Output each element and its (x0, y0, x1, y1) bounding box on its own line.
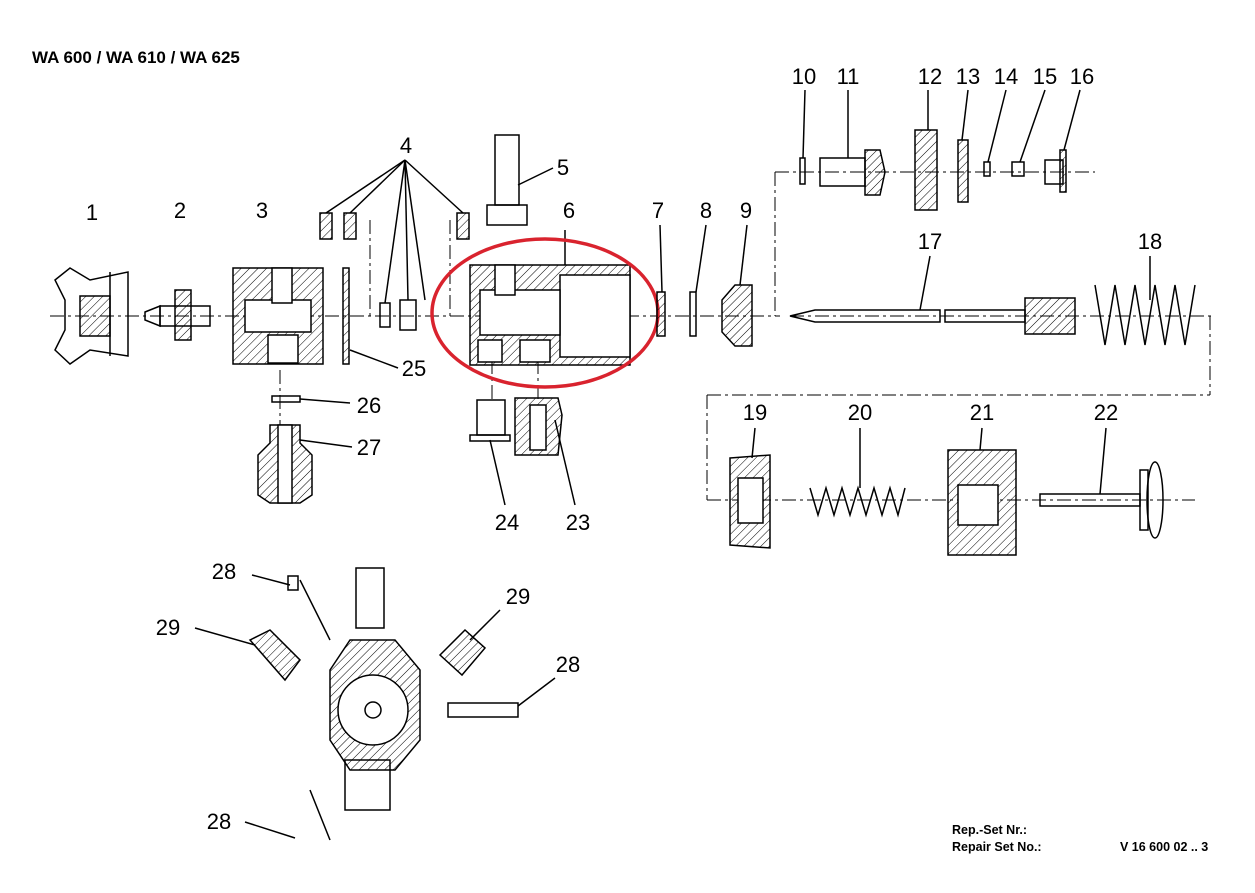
part-14-ring (983, 89, 1007, 177)
part-label-8: 8 (700, 198, 712, 223)
part-7-seal (656, 224, 666, 337)
part-22-spindle (1039, 427, 1164, 539)
part-label-14: 14 (994, 64, 1018, 89)
part-6-housing (469, 230, 631, 366)
part-20-spring (809, 428, 906, 518)
part-label-6: 6 (563, 198, 575, 223)
part-10-pin (799, 89, 806, 185)
part-label-18: 18 (1138, 229, 1162, 254)
part-13-washer (957, 89, 969, 203)
part-label-24: 24 (495, 510, 519, 535)
part-21-knob (947, 427, 1017, 556)
part-label-29-2: 29 (506, 584, 530, 609)
part-2-nipple (144, 289, 211, 341)
part-label-21: 21 (970, 400, 994, 425)
part-label-4: 4 (400, 133, 412, 158)
part-label-2: 2 (174, 198, 186, 223)
part-label-28-2: 28 (556, 652, 580, 677)
axis-lines (50, 171, 1215, 501)
part-label-16: 16 (1070, 64, 1094, 89)
repair-set-number: V 16 600 02 .. 3 (1120, 840, 1209, 854)
part-label-28: 28 (212, 559, 236, 584)
part-label-10: 10 (792, 64, 816, 89)
part-16-screw (1044, 89, 1081, 193)
part-9-nut (721, 224, 753, 347)
part-19-cap (729, 427, 771, 549)
part-1-coupling (54, 267, 129, 365)
part-label-28-3: 28 (207, 809, 231, 834)
part-3-valve-body (232, 267, 324, 365)
part-11-valve (819, 90, 886, 196)
part-17-needle (789, 255, 1076, 335)
part-23-nut (514, 397, 576, 506)
part-label-3: 3 (256, 198, 268, 223)
part-label-23: 23 (566, 510, 590, 535)
page-title: WA 600 / WA 610 / WA 625 (32, 48, 240, 67)
repair-set-label: Repair Set No.: (952, 840, 1042, 854)
part-label-20: 20 (848, 400, 872, 425)
part-4-seals (319, 159, 470, 331)
part-label-11: 11 (837, 64, 860, 89)
part-18-spring (1094, 256, 1196, 346)
part-label-25: 25 (402, 356, 426, 381)
part-label-13: 13 (956, 64, 980, 89)
part-label-26: 26 (357, 393, 381, 418)
part-label-7: 7 (652, 198, 664, 223)
part-label-9: 9 (740, 198, 752, 223)
rep-set-label: Rep.-Set Nr.: (952, 823, 1028, 837)
part-25-plate (342, 267, 399, 369)
part-12-seal (914, 90, 938, 211)
part-label-12: 12 (918, 64, 942, 89)
part-27-fitting (257, 424, 353, 504)
part-8-oring (689, 224, 707, 337)
top-view-assembly (194, 567, 556, 841)
part-label-1: 1 (86, 200, 98, 225)
part-label-27: 27 (357, 435, 381, 460)
part-label-29: 29 (156, 615, 180, 640)
part-26-ring (271, 395, 351, 404)
part-label-17: 17 (918, 229, 942, 254)
part-5-fitting (486, 134, 554, 226)
part-label-15: 15 (1033, 64, 1057, 89)
part-label-5: 5 (557, 155, 569, 180)
part-24-screw (469, 399, 511, 506)
part-label-19: 19 (743, 400, 767, 425)
part-15-insert (1011, 89, 1046, 177)
part-label-22: 22 (1094, 400, 1118, 425)
